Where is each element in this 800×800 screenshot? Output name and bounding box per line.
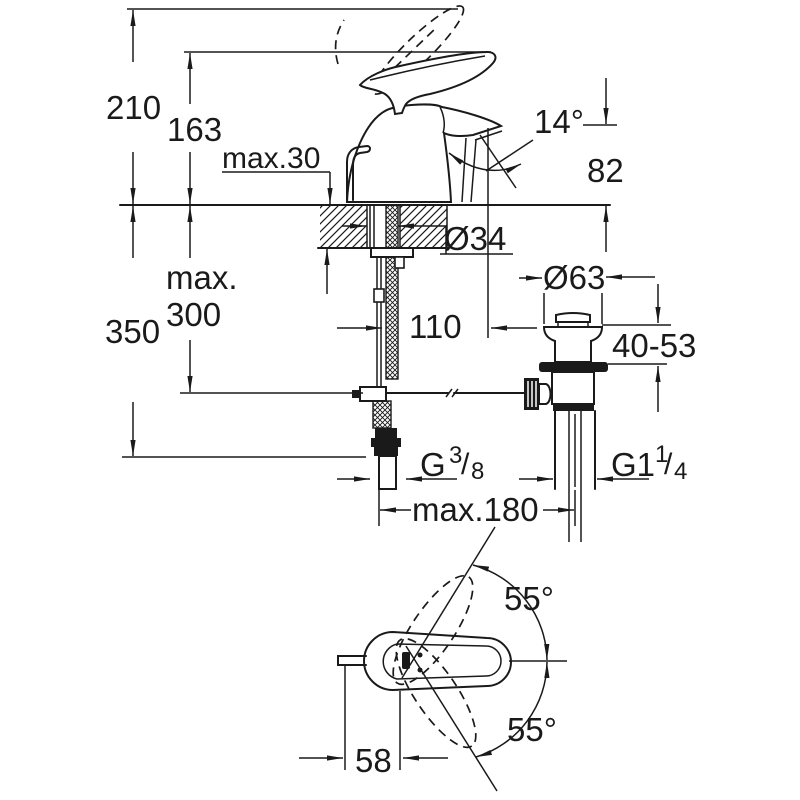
- rod-break-marks: [445, 388, 459, 398]
- pull-rod: [376, 257, 382, 388]
- dimension-labels: 210 163 max.30 14° 82 Ø34 max. 300 350 1…: [105, 89, 696, 779]
- swivel-up-direction-line: [401, 526, 496, 679]
- water-stream: [461, 137, 477, 203]
- knob-connector: [538, 383, 552, 405]
- faucet-body: [345, 103, 504, 203]
- flex-hose: [372, 400, 392, 429]
- popup-waste-assembly: [524, 312, 608, 542]
- waste-inner-tube: [568, 411, 582, 542]
- label-waste-thread-prefix: G1: [611, 446, 655, 483]
- spout-joint-line: [439, 106, 445, 134]
- spout-tip-stub: [337, 655, 367, 666]
- pull-rod-collar: [373, 288, 385, 303]
- label-waste-flange-diameter: Ø63: [543, 259, 605, 296]
- waste-flange: [542, 326, 604, 363]
- extension-lines: [122, 8, 671, 770]
- popup-rod-knob: [346, 144, 371, 201]
- label-swivel-upper: 55°: [504, 580, 554, 617]
- hose-fitting-2: [371, 438, 401, 447]
- mounting-nut: [370, 247, 414, 258]
- swivel-arc-upper: [472, 564, 550, 661]
- threaded-rod: [385, 204, 399, 380]
- label-below-max-word: max.: [166, 259, 238, 296]
- handle-dot-top: [417, 652, 423, 658]
- waste-body: [551, 371, 595, 405]
- stream-swivel-arrow: [448, 152, 522, 174]
- ref-clamp-range: [602, 324, 671, 365]
- waste-lower-ring: [553, 404, 594, 411]
- label-clamping-range: 40-53: [612, 327, 696, 364]
- lever-contour-line: [369, 55, 486, 81]
- knob-knurl: [527, 381, 537, 407]
- swivel-arc-lower: [475, 661, 550, 758]
- label-spout-reach: 110: [409, 308, 462, 345]
- label-spout-to-deck: 82: [587, 152, 624, 189]
- waste-pipe: [554, 410, 596, 490]
- label-total-height: 210: [106, 89, 161, 126]
- tee-end-cap: [352, 390, 360, 398]
- label-waste-thread-denominator: 4: [674, 458, 687, 485]
- waste-plug-cap: [555, 312, 591, 323]
- faucet-side-view: [334, 5, 522, 203]
- label-hole-diameter: Ø34: [444, 220, 506, 257]
- label-height-to-spout: 163: [167, 111, 222, 148]
- label-deck-thickness: max.30: [222, 142, 320, 175]
- lever-motion-arc: [334, 19, 345, 65]
- shank-fitting: [394, 256, 405, 269]
- label-waste-thread-slash: /: [664, 448, 673, 481]
- lever-handle: [358, 50, 497, 116]
- leader-14deg: [485, 139, 534, 172]
- waste-seal-ring: [539, 362, 608, 372]
- shank-tube: [369, 205, 375, 248]
- label-waste-thread-numerator: 1: [655, 441, 668, 468]
- label-hose-thread-numerator: 3: [449, 442, 462, 469]
- label-below-max-value: 300: [166, 296, 221, 333]
- stream-angle-line: [479, 134, 517, 189]
- faucet-top-view: [337, 526, 567, 792]
- label-stream-angle: 14°: [534, 103, 584, 140]
- ref-dia63-edges: [543, 293, 603, 324]
- handle-logo-mark: [402, 652, 410, 669]
- label-hose-thread-slash: /: [461, 448, 470, 481]
- under-deck-assembly: [352, 204, 525, 490]
- label-hose-thread-denominator: 8: [471, 458, 484, 485]
- label-spout-offset: 58: [355, 742, 392, 779]
- label-below-total: 350: [105, 313, 160, 350]
- hose-fitting-1: [375, 428, 397, 438]
- label-hose-thread-prefix: G: [420, 446, 446, 483]
- dimension-arrows: [130, 10, 661, 761]
- label-rod-reach: max.180: [412, 491, 539, 528]
- handle-swivel-up-dashed: [392, 574, 474, 686]
- swivel-down-direction-line: [405, 645, 498, 792]
- handle-swivel-down-dashed: [395, 637, 477, 749]
- label-swivel-lower: 55°: [507, 711, 557, 748]
- rod-tee-fitting: [359, 386, 387, 402]
- hose-connector-tube: [378, 455, 397, 490]
- hose-fitting-3: [374, 447, 398, 456]
- ref-dia34-leader: [440, 226, 513, 255]
